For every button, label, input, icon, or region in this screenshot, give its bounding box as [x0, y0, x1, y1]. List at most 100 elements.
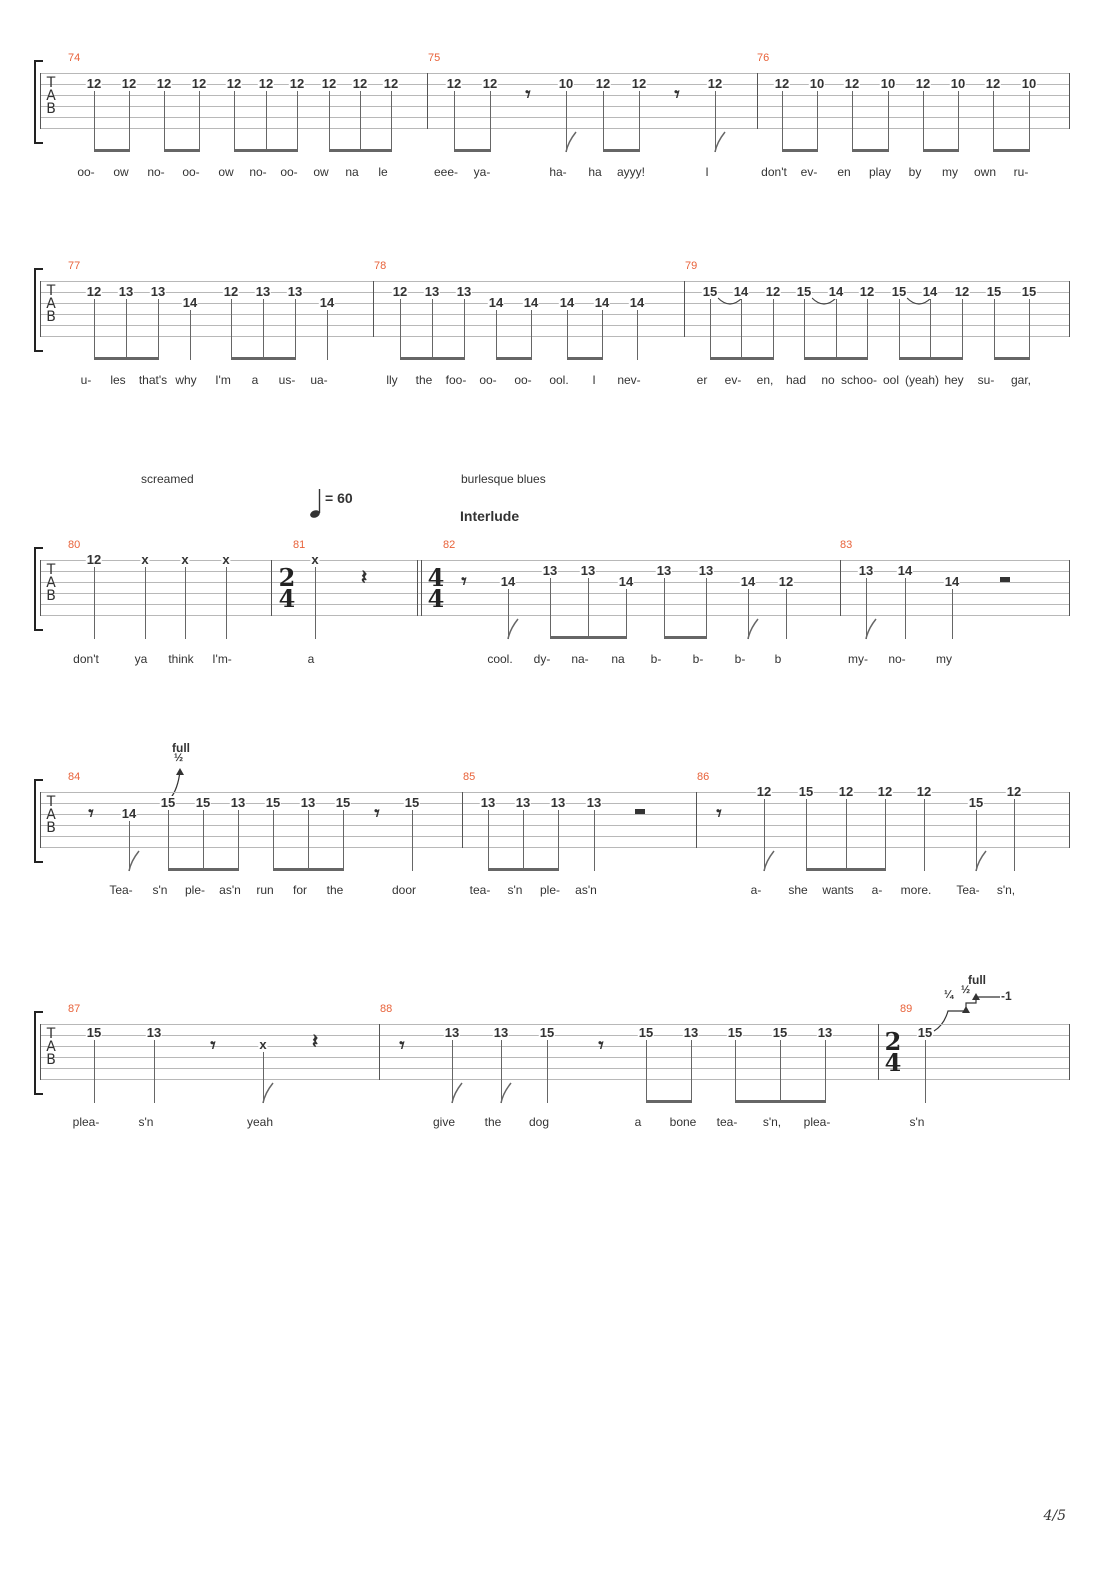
lyric-syllable: lly [386, 373, 398, 387]
lyric-syllable: oo- [479, 373, 497, 387]
lyric-syllable: own [973, 165, 997, 179]
fret-number: 14 [487, 295, 505, 310]
fret-number: 14 [617, 574, 635, 589]
fret-number: 13 [149, 284, 167, 299]
fret-number: 12 [706, 76, 724, 91]
bend-amount-full: full [968, 973, 986, 987]
lyric-syllable: my [936, 652, 952, 666]
lyric-syllable: as'n [575, 883, 597, 897]
fret-number: 15 [771, 1025, 789, 1040]
bend-amount-full: full [172, 741, 190, 755]
lyric-syllable: ha [588, 165, 602, 179]
fret-number: 14 [896, 563, 914, 578]
fret-number: 12 [843, 76, 861, 91]
fret-number: 13 [579, 563, 597, 578]
lyric-syllable: ua- [310, 373, 328, 387]
lyric-syllable: oo- [182, 165, 200, 179]
fret-number: 14 [739, 574, 757, 589]
system-bracket [34, 1011, 43, 1095]
fret-number: 12 [773, 76, 791, 91]
fret-number: x [221, 552, 231, 567]
fret-number: 10 [1020, 76, 1038, 91]
fret-number: 15 [726, 1025, 744, 1040]
eighth-rest: 𝄾 [210, 1033, 216, 1057]
fret-number: 15 [264, 795, 282, 810]
lyric-syllable: yeah [246, 1115, 274, 1129]
measure-number: 83 [840, 539, 853, 551]
quarter-rest: 𝄽 [311, 1029, 319, 1053]
lyric-syllable: les [110, 373, 126, 387]
lyric-syllable: give [432, 1115, 456, 1129]
lyric-syllable: tea- [469, 883, 491, 897]
bend-amount-half: ½ [961, 984, 971, 996]
lyric-syllable: why [175, 373, 197, 387]
fret-number: 14 [593, 295, 611, 310]
fret-number: 12 [120, 76, 138, 91]
lyric-syllable: don't [761, 165, 787, 179]
fret-number: 12 [481, 76, 499, 91]
fret-number: 10 [557, 76, 575, 91]
lyric-syllable: a [634, 1115, 642, 1129]
lyric-syllable: gar, [1010, 373, 1032, 387]
fret-number: 14 [827, 284, 845, 299]
bend-amount-half: ½ [174, 752, 184, 764]
lyric-syllable: b- [650, 652, 662, 666]
lyric-syllable: s'n [507, 883, 523, 897]
lyric-syllable: more. [900, 883, 932, 897]
measure-number: 80 [68, 539, 81, 551]
lyric-syllable: na [345, 165, 359, 179]
system-bracket [34, 60, 43, 144]
fret-number: 14 [120, 806, 138, 821]
fret-number: x [310, 552, 320, 567]
lyric-syllable: b- [692, 652, 704, 666]
lyric-syllable: door [391, 883, 417, 897]
fret-number: 12 [630, 76, 648, 91]
lyric-syllable: eee- [433, 165, 459, 179]
page-number: 4/5 [1043, 1508, 1066, 1524]
lyric-syllable: ow [218, 165, 234, 179]
lyric-syllable: foo- [445, 373, 467, 387]
lyric-syllable: b- [734, 652, 746, 666]
fret-number: 12 [225, 76, 243, 91]
lyric-syllable: a- [871, 883, 883, 897]
lyric-syllable: us- [278, 373, 296, 387]
annotation-screamed: screamed [141, 472, 194, 486]
fret-number: 12 [764, 284, 782, 299]
lyric-syllable: bone [669, 1115, 697, 1129]
measure-number: 78 [374, 260, 387, 272]
lyric-syllable: b [774, 652, 782, 666]
lyric-syllable: er [696, 373, 708, 387]
measure-number: 75 [428, 52, 441, 64]
lyric-syllable: su- [977, 373, 995, 387]
lyric-syllable: the [415, 373, 433, 387]
lyric-syllable: dog [528, 1115, 550, 1129]
lyric-syllable: a- [750, 883, 762, 897]
lyric-syllable: no- [249, 165, 267, 179]
fret-number: 13 [423, 284, 441, 299]
fret-number: 13 [229, 795, 247, 810]
lyric-syllable: s'n [909, 1115, 925, 1129]
fret-number: 14 [732, 284, 750, 299]
lyric-syllable: le [378, 165, 388, 179]
lyric-syllable: I'm- [212, 652, 232, 666]
fret-number: 12 [777, 574, 795, 589]
fret-number: 12 [155, 76, 173, 91]
fret-number: 13 [549, 795, 567, 810]
lyric-syllable: as'n [219, 883, 241, 897]
fret-number: 13 [514, 795, 532, 810]
fret-number: 15 [159, 795, 177, 810]
fret-number: 14 [499, 574, 517, 589]
measure-number: 87 [68, 1003, 81, 1015]
tempo-marking: = 60 [325, 490, 353, 506]
lyric-syllable: that's [138, 373, 168, 387]
fret-number: 12 [445, 76, 463, 91]
system-bracket [34, 268, 43, 352]
lyric-syllable: the [484, 1115, 502, 1129]
lyric-syllable: (yeah) [904, 373, 940, 387]
lyric-syllable: the [326, 883, 344, 897]
lyric-syllable: en, [756, 373, 774, 387]
lyric-syllable: ool. [549, 373, 569, 387]
